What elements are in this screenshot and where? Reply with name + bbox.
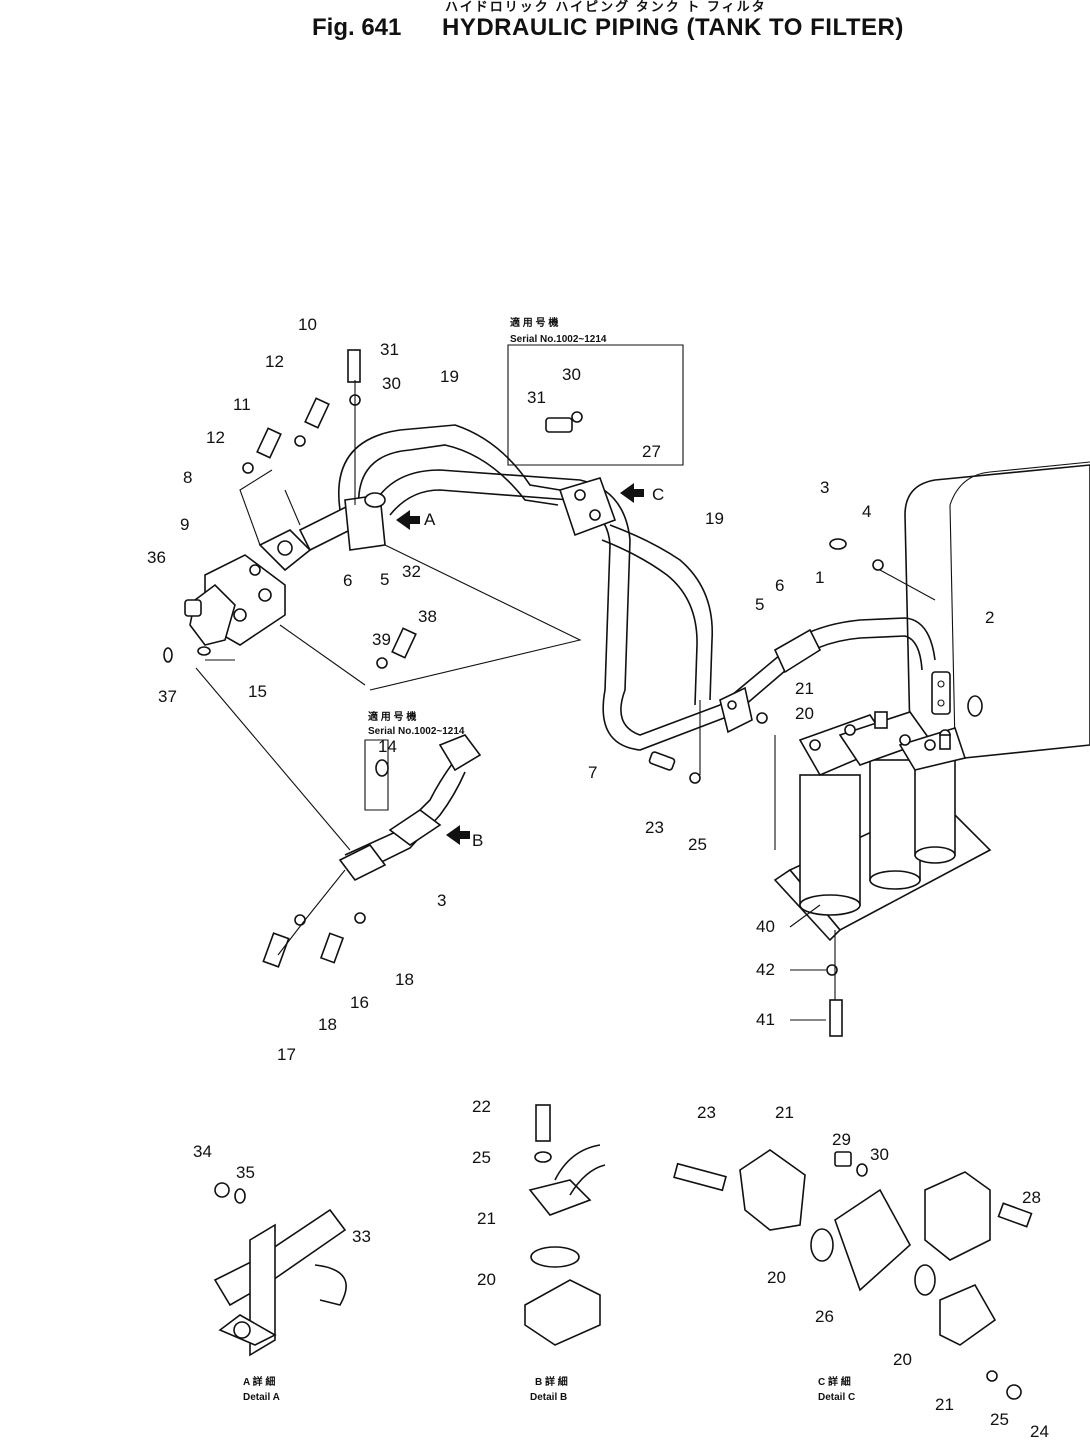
callout-9: 9 [180, 515, 189, 534]
detail-c-callout-21: 21 [935, 1395, 954, 1414]
detail-c-callout-26: 26 [815, 1307, 834, 1326]
hydraulic-filter-assembly [773, 711, 992, 942]
callout-30: 30 [382, 374, 401, 393]
callout-18: 18 [395, 970, 414, 989]
view-arrows: A B C [396, 483, 664, 850]
detail-a: 34 35 33 A 詳 細 Detail A [193, 1142, 371, 1403]
detail-c-callout-21: 21 [775, 1103, 794, 1122]
detail-a-callout-33: 33 [352, 1227, 371, 1246]
title-kana: ハイドロリック ハイピング タンク ト フィルタ [445, 0, 767, 14]
detail-c-callout-25: 25 [990, 1410, 1009, 1429]
serial-note-upper-jp: 適 用 号 機 [510, 316, 558, 329]
detail-b-callout-22: 22 [472, 1097, 491, 1116]
detail-b-callout-20: 20 [477, 1270, 496, 1289]
hydraulic-tank [904, 461, 1090, 761]
detail-b: 22 25 21 20 B 詳 細 Detail B [472, 1097, 606, 1403]
detail-b-en: Detail B [530, 1392, 567, 1403]
detail-c-callout-28: 28 [1022, 1188, 1041, 1207]
callout-19: 19 [705, 509, 724, 528]
callout-31: 31 [527, 388, 546, 407]
callout-15: 15 [248, 682, 267, 701]
detail-a-callout-35: 35 [236, 1163, 255, 1182]
callout-30: 30 [562, 365, 581, 384]
detail-b-jp: B 詳 細 [535, 1375, 568, 1388]
detail-a-callout-34: 34 [193, 1142, 212, 1161]
callout-3: 3 [820, 478, 829, 497]
serial-note-lower-en: Serial No.1002~1214 [368, 726, 465, 737]
detail-a-jp: A 詳 細 [243, 1375, 275, 1388]
callout-36: 36 [147, 548, 166, 567]
callout-10: 10 [298, 315, 317, 334]
callout-5: 5 [380, 570, 389, 589]
callout-37: 37 [158, 687, 177, 706]
detail-c-callout-24: 24 [1030, 1422, 1049, 1441]
detail-b-callout-21: 21 [477, 1209, 496, 1228]
callout-32: 32 [402, 562, 421, 581]
callout-12: 12 [206, 428, 225, 447]
callout-3: 3 [437, 891, 446, 910]
serial-note-lower-jp: 適 用 号 機 [368, 710, 416, 723]
callout-18: 18 [318, 1015, 337, 1034]
hydraulic-pump [163, 529, 312, 663]
callout-39: 39 [372, 630, 391, 649]
serial-note-upper-en: Serial No.1002~1214 [510, 334, 607, 345]
detail-c-jp: C 詳 細 [818, 1375, 851, 1388]
detail-c-callout-30: 30 [870, 1145, 889, 1164]
callout-2: 2 [985, 608, 994, 627]
callout-4: 4 [862, 502, 871, 521]
callout-27: 27 [642, 442, 661, 461]
hydraulic-piping [195, 344, 936, 1037]
callout-41: 41 [756, 1010, 775, 1029]
callout-20: 20 [795, 704, 814, 723]
callout-19: 19 [440, 367, 459, 386]
detail-c-callout-20: 20 [767, 1268, 786, 1287]
arrow-c-label: C [652, 485, 664, 504]
diagram-title: HYDRAULIC PIPING (TANK TO FILTER) [442, 14, 904, 41]
callout-31: 31 [380, 340, 399, 359]
arrow-b-label: B [472, 831, 483, 850]
callout-40: 40 [756, 917, 775, 936]
detail-c-en: Detail C [818, 1392, 855, 1403]
callout-25: 25 [688, 835, 707, 854]
callout-17: 17 [277, 1045, 296, 1064]
callout-6: 6 [775, 576, 784, 595]
callout-6: 6 [343, 571, 352, 590]
detail-c: 23 21 29 30 28 20 26 20 21 25 24 C 詳 細 D… [673, 1103, 1049, 1441]
part-callouts: 10 31 30 19 12 11 12 8 9 36 37 15 6 5 32… [147, 315, 994, 1064]
callout-5: 5 [755, 595, 764, 614]
callout-7: 7 [588, 763, 597, 782]
callout-1: 1 [815, 568, 824, 587]
detail-c-callout-29: 29 [832, 1130, 851, 1149]
callout-14: 14 [378, 737, 397, 756]
callout-8: 8 [183, 468, 192, 487]
callout-42: 42 [756, 960, 775, 979]
arrow-a-label: A [424, 510, 436, 529]
callout-12: 12 [265, 352, 284, 371]
callout-38: 38 [418, 607, 437, 626]
callout-23: 23 [645, 818, 664, 837]
detail-c-callout-20: 20 [893, 1350, 912, 1369]
figure-number: Fig. 641 [312, 14, 402, 41]
detail-a-en: Detail A [243, 1392, 280, 1403]
detail-b-callout-25: 25 [472, 1148, 491, 1167]
callout-16: 16 [350, 993, 369, 1012]
callout-21: 21 [795, 679, 814, 698]
detail-c-callout-23: 23 [697, 1103, 716, 1122]
callout-11: 11 [233, 395, 251, 414]
